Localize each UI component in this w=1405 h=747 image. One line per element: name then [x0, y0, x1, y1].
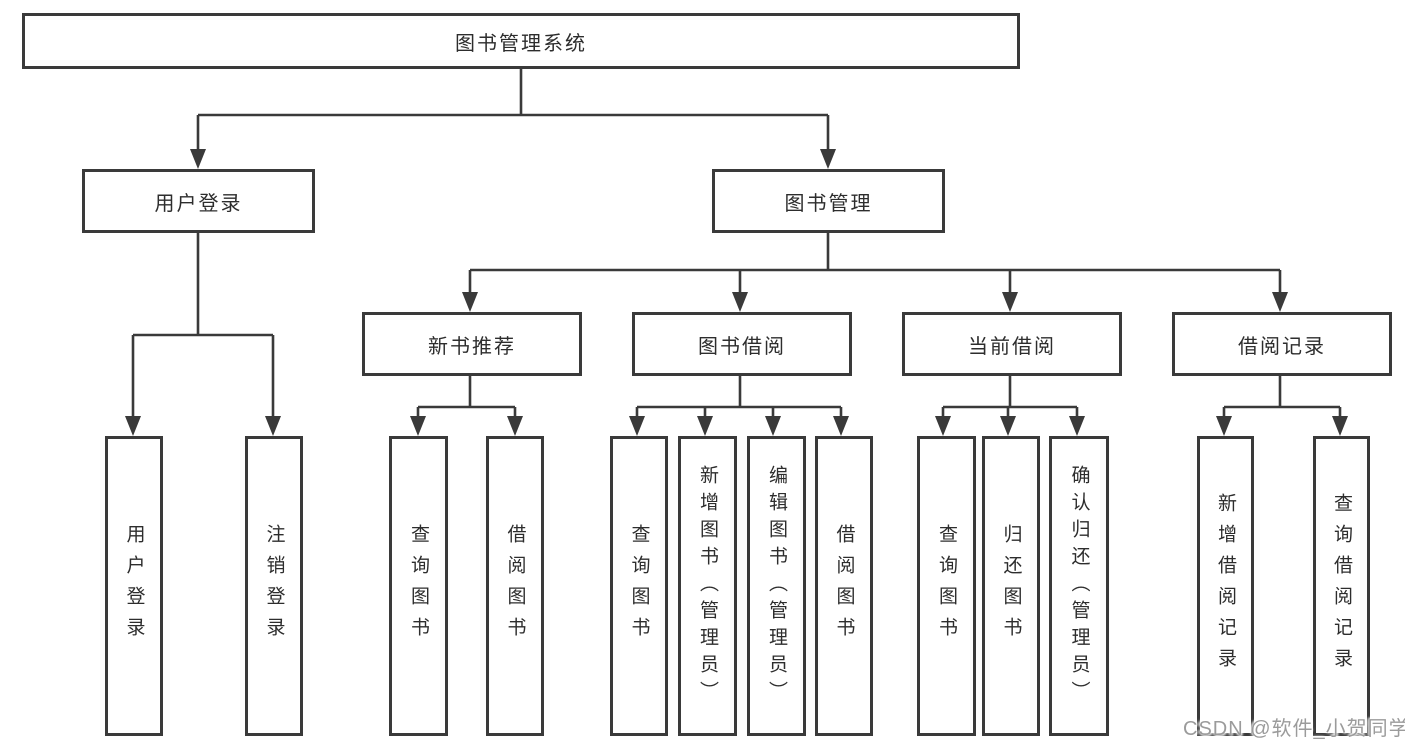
leaf-label: 新增借阅记录 — [1215, 493, 1236, 679]
leaf-query-borrow-record: 查询借阅记录 — [1313, 436, 1370, 736]
leaf-label: 查询图书 — [408, 524, 429, 648]
leaf-label: 查询图书 — [936, 524, 957, 648]
leaf-label: 用户登录 — [123, 524, 145, 648]
node-book-borrowing: 图书借阅 — [632, 312, 852, 376]
node-library-management-system: 图书管理系统 — [22, 13, 1020, 69]
leaf-label: 查询借阅记录 — [1331, 493, 1352, 679]
node-user-login-branch: 用户登录 — [82, 169, 315, 233]
leaf-add-books-admin: 新增图书（管理员） — [678, 436, 737, 736]
node-label: 图书借阅 — [698, 335, 786, 358]
node-label: 借阅记录 — [1238, 335, 1326, 358]
leaf-label: 确认归还（管理员） — [1068, 464, 1090, 708]
leaf-query-books-borrowing: 查询图书 — [610, 436, 668, 736]
leaf-query-books-recommend: 查询图书 — [389, 436, 448, 736]
leaf-label: 编辑图书（管理员） — [766, 464, 787, 708]
arrowheads — [125, 149, 1348, 436]
leaf-borrow-books-recommend: 借阅图书 — [486, 436, 544, 736]
leaf-label: 查询图书 — [628, 524, 650, 648]
leaf-label: 注销登录 — [263, 524, 285, 648]
node-label: 用户登录 — [154, 192, 243, 215]
leaf-logout: 注销登录 — [245, 436, 303, 736]
leaf-return-books: 归还图书 — [982, 436, 1040, 736]
node-book-management-branch: 图书管理 — [712, 169, 945, 233]
leaf-label: 归还图书 — [1000, 524, 1022, 648]
leaf-borrow-books: 借阅图书 — [815, 436, 873, 736]
node-label: 图书管理 — [784, 192, 873, 215]
leaf-edit-books-admin: 编辑图书（管理员） — [747, 436, 806, 736]
leaf-add-borrow-record: 新增借阅记录 — [1197, 436, 1254, 736]
node-label: 当前借阅 — [968, 335, 1056, 358]
leaf-query-books-current: 查询图书 — [917, 436, 976, 736]
node-label: 图书管理系统 — [455, 32, 587, 55]
node-borrowing-records: 借阅记录 — [1172, 312, 1392, 376]
node-label: 新书推荐 — [428, 335, 516, 358]
leaf-label: 借阅图书 — [504, 524, 526, 648]
leaf-label: 借阅图书 — [833, 524, 855, 648]
node-new-book-recommendation: 新书推荐 — [362, 312, 582, 376]
leaf-confirm-return-admin: 确认归还（管理员） — [1049, 436, 1109, 736]
leaf-user-login: 用户登录 — [105, 436, 163, 736]
csdn-watermark: CSDN @软件_小贺同学 — [1183, 718, 1405, 740]
node-current-borrowing: 当前借阅 — [902, 312, 1122, 376]
leaf-label: 新增图书（管理员） — [697, 464, 718, 708]
